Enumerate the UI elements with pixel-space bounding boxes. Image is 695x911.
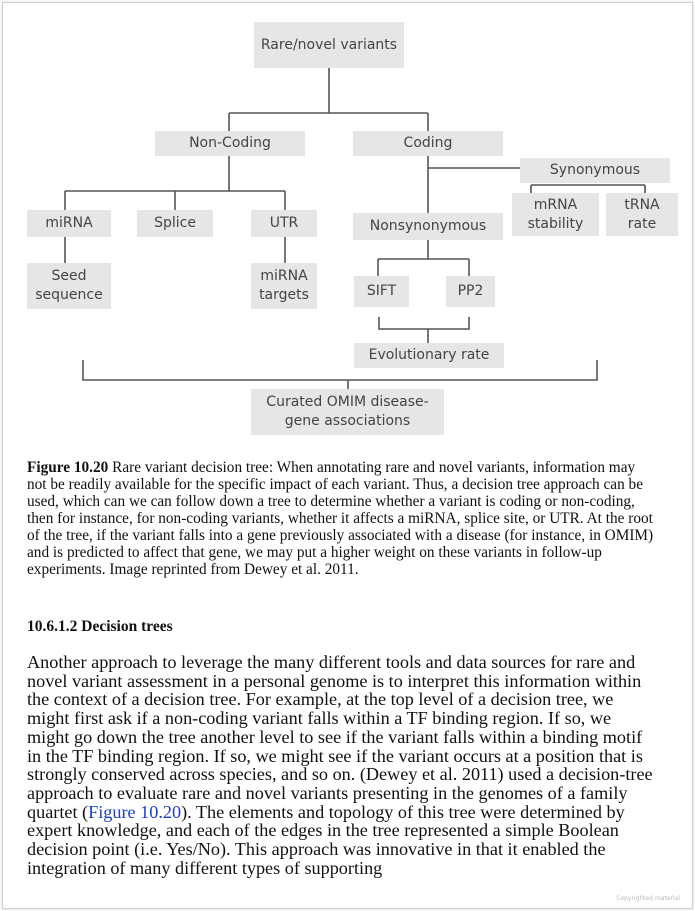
node-splice: Splice: [137, 210, 213, 237]
body-text-part-1: Another approach to leverage the many di…: [27, 652, 653, 822]
node-pp2: PP2: [446, 276, 495, 307]
figure-caption: Figure 10.20 Rare variant decision tree:…: [27, 459, 655, 578]
node-non-coding: Non-Coding: [155, 131, 305, 156]
node-utr: UTR: [251, 210, 317, 237]
figure-reference-link[interactable]: Figure 10.20: [88, 801, 182, 822]
section-heading: 10.6.1.2 Decision trees: [27, 618, 173, 635]
node-nonsynonymous: Nonsynonymous: [353, 213, 503, 240]
node-omim-associations: Curated OMIM disease- gene associations: [251, 389, 444, 435]
copyright-notice: Copyrighted material: [616, 895, 680, 902]
node-seed-sequence: Seed sequence: [27, 263, 111, 309]
node-evolutionary-rate: Evolutionary rate: [354, 343, 504, 368]
node-mrna-stability: mRNA stability: [512, 193, 599, 236]
figure-caption-text: Rare variant decision tree: When annotat…: [27, 459, 654, 578]
body-text-part-2: ). The elements and topology of this tre…: [27, 801, 625, 878]
decision-tree-figure: Rare/novel variants Non-Coding Coding Sy…: [3, 3, 692, 443]
node-sift: SIFT: [354, 276, 409, 307]
node-trna-rate: tRNA rate: [606, 193, 678, 236]
figure-label: Figure 10.20: [27, 459, 109, 476]
node-mirna-targets: miRNA targets: [251, 263, 317, 309]
node-synonymous: Synonymous: [520, 158, 670, 183]
tree-edges: [64, 68, 646, 389]
node-mirna: miRNA: [27, 210, 111, 237]
node-coding: Coding: [353, 131, 503, 156]
node-rare-novel-variants: Rare/novel variants: [254, 22, 404, 68]
body-paragraph: Another approach to leverage the many di…: [27, 653, 657, 877]
